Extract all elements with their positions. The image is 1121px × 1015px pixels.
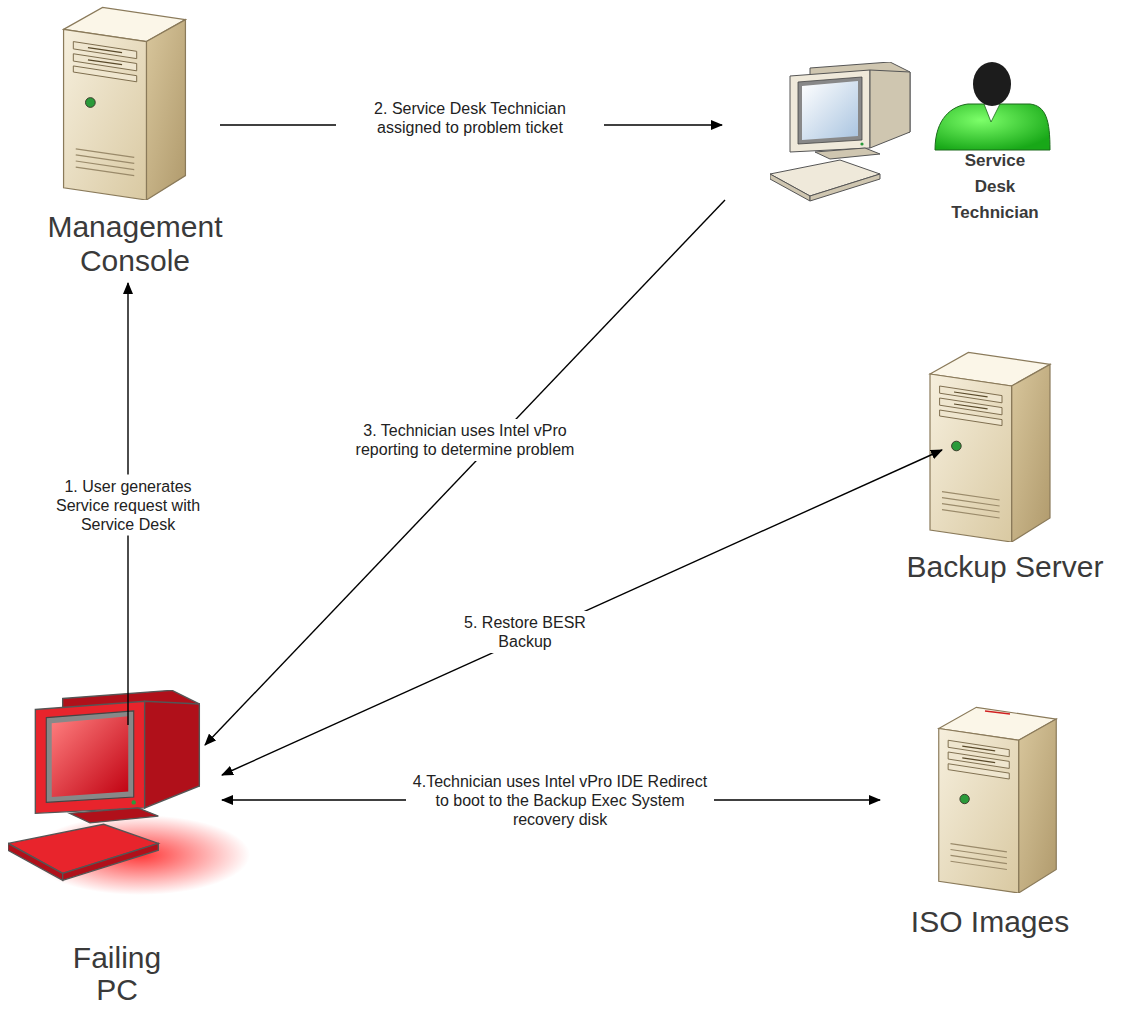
node-box: ISO Images <box>880 700 1100 950</box>
node-box: Failing PC <box>5 690 230 1010</box>
node-label: Failing PC <box>52 942 182 1006</box>
step-label: 5. Restore BESR Backup <box>446 611 604 653</box>
step-label: 3. Technician uses Intel vPro reporting … <box>326 419 604 461</box>
connector-arrow <box>205 200 725 745</box>
step-label: 2. Service Desk Technician assigned to p… <box>336 97 604 139</box>
node-box: Service Desk Technician <box>720 60 1060 230</box>
failing-pc-icon <box>8 690 250 895</box>
node-label: Service Desk Technician <box>945 148 1045 226</box>
console-server-icon <box>64 7 186 200</box>
technician-computer-icon <box>770 62 910 201</box>
node-box: Backup Server <box>895 345 1115 590</box>
node-label: ISO Images <box>880 905 1100 939</box>
node-label: Backup Server <box>895 550 1115 584</box>
node-label: Management Console <box>40 210 230 278</box>
connector-arrow <box>222 450 942 775</box>
node-box: Management Console <box>40 5 230 283</box>
step-label: 1. User generates Service request with S… <box>42 475 215 536</box>
step-label: 4.Technician uses Intel vPro IDE Redirec… <box>406 770 714 831</box>
technician-person-icon <box>935 62 1050 150</box>
iso-images-server-icon <box>939 707 1057 893</box>
backup-server-icon <box>930 352 1050 542</box>
